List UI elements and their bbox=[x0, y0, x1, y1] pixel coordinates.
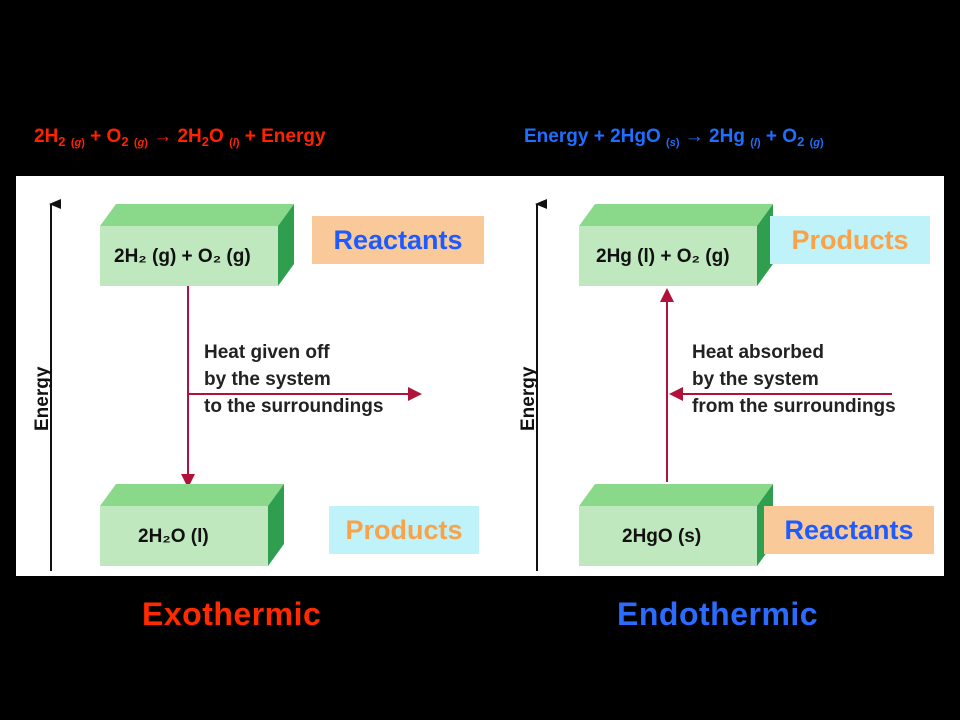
products-label: Products bbox=[329, 506, 479, 554]
endothermic-title: Endothermic bbox=[617, 596, 819, 632]
reactants-label: Reactants bbox=[764, 506, 934, 554]
heat-absorbed-text: Heat absorbed by the system from the sur… bbox=[692, 342, 896, 417]
products-formula: 2Hg (l) + O₂ (g) bbox=[596, 246, 730, 267]
products-label: Products bbox=[770, 216, 930, 264]
products-block: 2H₂O (l) bbox=[100, 484, 284, 566]
energy-diagram-panel: Energy 2H₂ (g) + O₂ (g) Heat given off b… bbox=[16, 176, 944, 576]
products-block: 2Hg (l) + O₂ (g) bbox=[579, 204, 773, 286]
heat-given-text: Heat given off by the system to the surr… bbox=[204, 342, 383, 417]
energy-axis-label: Energy bbox=[518, 366, 539, 431]
reactants-formula: 2H₂ (g) + O₂ (g) bbox=[114, 246, 251, 267]
endothermic-diagram: Energy 2Hg (l) + O₂ (g) Heat absorbed by… bbox=[518, 199, 896, 571]
products-formula: 2H₂O (l) bbox=[138, 526, 209, 547]
reactants-label: Reactants bbox=[312, 216, 484, 264]
endothermic-equation: Energy + 2HgO (s) → 2Hg (l) + O2 (g) bbox=[524, 126, 824, 149]
reactants-block: 2HgO (s) bbox=[579, 484, 773, 566]
reactants-formula: 2HgO (s) bbox=[622, 526, 701, 547]
exothermic-diagram: Energy 2H₂ (g) + O₂ (g) Heat given off b… bbox=[32, 199, 422, 571]
energy-diagrams-svg: Energy 2H₂ (g) + O₂ (g) Heat given off b… bbox=[32, 199, 896, 571]
exothermic-equation: 2H2 (g) + O2 (g) → 2H2O (l) + Energy bbox=[34, 126, 326, 149]
energy-axis-label: Energy bbox=[32, 366, 53, 431]
reactants-block: 2H₂ (g) + O₂ (g) bbox=[100, 204, 294, 286]
exothermic-title: Exothermic bbox=[142, 596, 322, 632]
